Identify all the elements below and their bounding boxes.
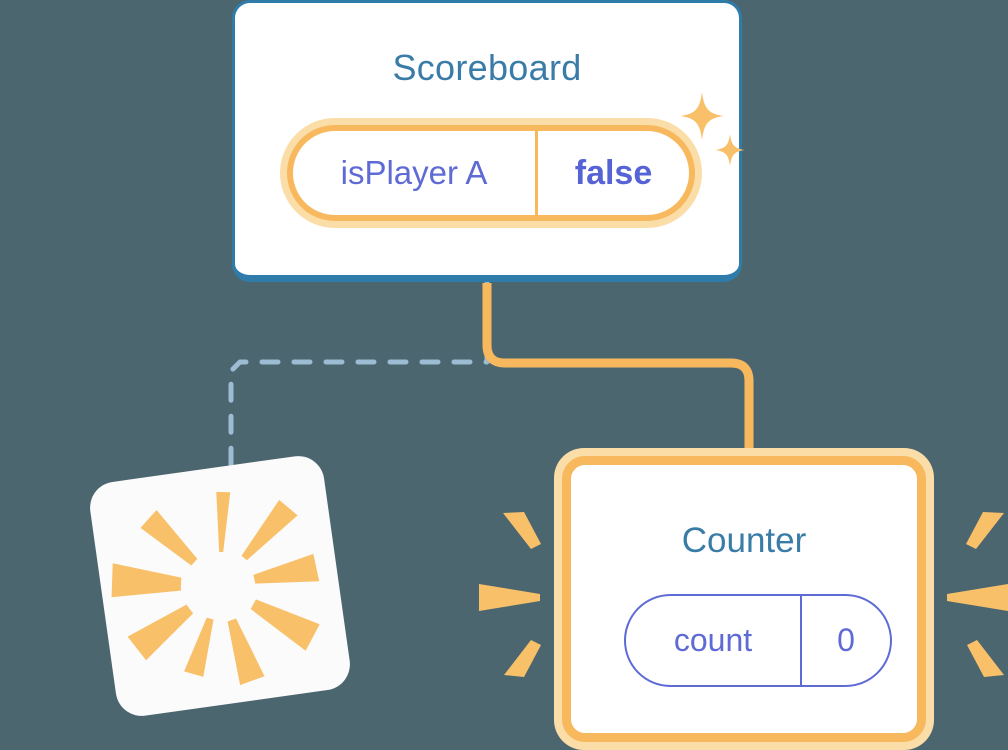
scoreboard-property-pill-inner: isPlayer A false: [287, 125, 695, 221]
counter-property-key: count: [626, 596, 802, 685]
burst-card[interactable]: [86, 452, 354, 720]
counter-card-inner: Counter count 0: [562, 456, 926, 742]
scoreboard-property-value: false: [574, 153, 653, 192]
ray-right-bottom: [967, 640, 1004, 677]
counter-property-pill[interactable]: count 0: [624, 594, 892, 687]
ray-left-bottom: [504, 640, 541, 677]
ray-left-top: [503, 512, 541, 549]
ray-left-mid: [479, 584, 540, 611]
counter-card[interactable]: Counter count 0: [554, 448, 934, 750]
connector-solid-scoreboard-to-counter: [482, 283, 754, 470]
burst-card-rays: [111, 491, 320, 686]
scoreboard-card[interactable]: Scoreboard isPlayer A false: [232, 0, 742, 282]
counter-title: Counter: [681, 521, 807, 560]
scoreboard-property-key: isPlayer A: [293, 131, 538, 215]
scoreboard-property-pill[interactable]: isPlayer A false: [280, 118, 702, 228]
ray-right-top: [966, 512, 1004, 549]
scoreboard-title: Scoreboard: [392, 47, 582, 88]
ray-right-mid: [947, 584, 1008, 611]
counter-property-value: 0: [837, 622, 855, 658]
